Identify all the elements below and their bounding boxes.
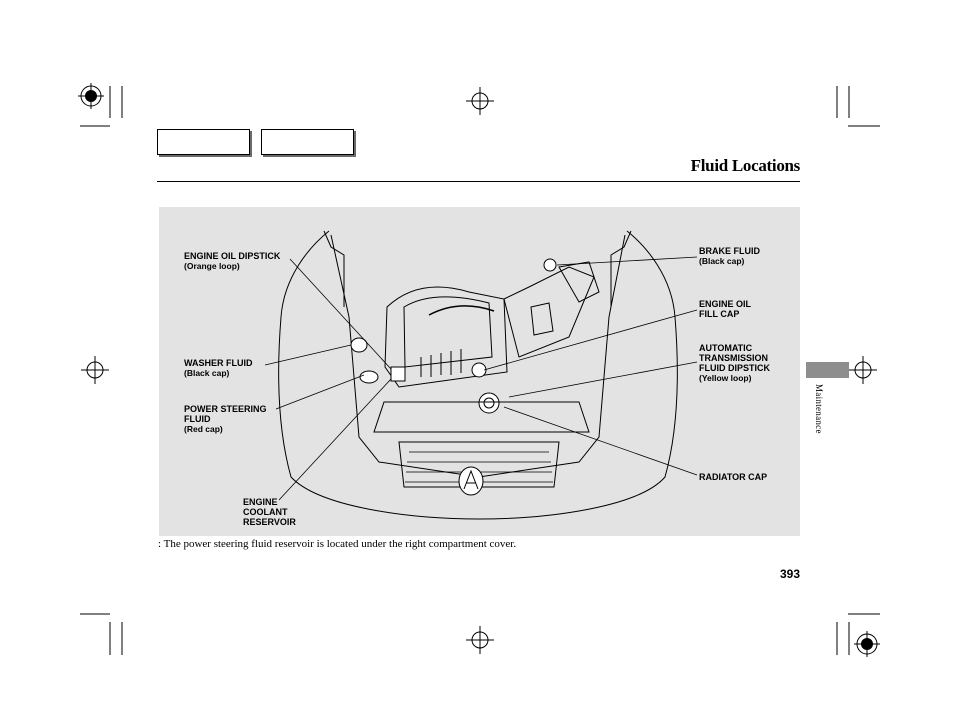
footnote: : The power steering fluid reservoir is … xyxy=(158,538,517,550)
label-washer-fluid: WASHER FLUID (Black cap) xyxy=(184,358,253,378)
label-power-steering-fluid: POWER STEERING FLUID (Red cap) xyxy=(184,404,267,434)
label-text: POWER STEERING xyxy=(184,404,267,414)
label-engine-oil-dipstick: ENGINE OIL DIPSTICK (Orange loop) xyxy=(184,251,280,271)
label-text: RESERVOIR xyxy=(243,517,296,527)
registration-target-top-left xyxy=(78,83,104,109)
nav-button-next[interactable] xyxy=(261,129,354,155)
title-rule xyxy=(157,181,800,182)
label-text: FLUID xyxy=(184,414,211,424)
section-label: Maintenance xyxy=(814,384,824,434)
crosshair-left xyxy=(81,356,109,384)
section-tab[interactable] xyxy=(806,362,849,378)
label-subtext: (Red cap) xyxy=(184,424,223,434)
registration-target-bottom-right xyxy=(854,631,880,657)
label-subtext: (Yellow loop) xyxy=(699,373,752,383)
label-text: AUTOMATIC xyxy=(699,343,753,353)
engine-illustration xyxy=(264,230,698,520)
nav-button-previous[interactable] xyxy=(157,129,250,155)
label-text: RADIATOR CAP xyxy=(699,472,768,482)
label-text: ENGINE OIL DIPSTICK xyxy=(184,251,281,261)
label-atf-dipstick: AUTOMATIC TRANSMISSION FLUID DIPSTICK (Y… xyxy=(699,343,770,383)
label-subtext: (Orange loop) xyxy=(184,261,240,271)
crosshair-bottom xyxy=(466,626,494,654)
crosshair-top xyxy=(466,87,494,115)
label-subtext: (Black cap) xyxy=(184,368,230,378)
page-number: 393 xyxy=(779,567,800,581)
label-text: FLUID DIPSTICK xyxy=(699,363,770,373)
engine-compartment-diagram: ENGINE OIL DIPSTICK (Orange loop) WASHER… xyxy=(159,207,800,536)
label-radiator-cap: RADIATOR CAP xyxy=(699,472,767,482)
label-text: COOLANT xyxy=(243,507,288,517)
label-text: ENGINE OIL xyxy=(699,299,752,309)
label-text: ENGINE xyxy=(243,497,278,507)
label-brake-fluid: BRAKE FLUID (Black cap) xyxy=(699,246,760,266)
label-text: WASHER FLUID xyxy=(184,358,253,368)
label-text: BRAKE FLUID xyxy=(699,246,760,256)
page-title: Fluid Locations xyxy=(690,156,801,175)
label-text: TRANSMISSION xyxy=(699,353,769,363)
crosshair-right xyxy=(849,356,877,384)
label-engine-oil-fill-cap: ENGINE OIL FILL CAP xyxy=(699,299,751,319)
label-engine-coolant-reservoir: ENGINE COOLANT RESERVOIR xyxy=(243,497,296,527)
label-text: FILL CAP xyxy=(699,309,740,319)
label-subtext: (Black cap) xyxy=(699,256,745,266)
